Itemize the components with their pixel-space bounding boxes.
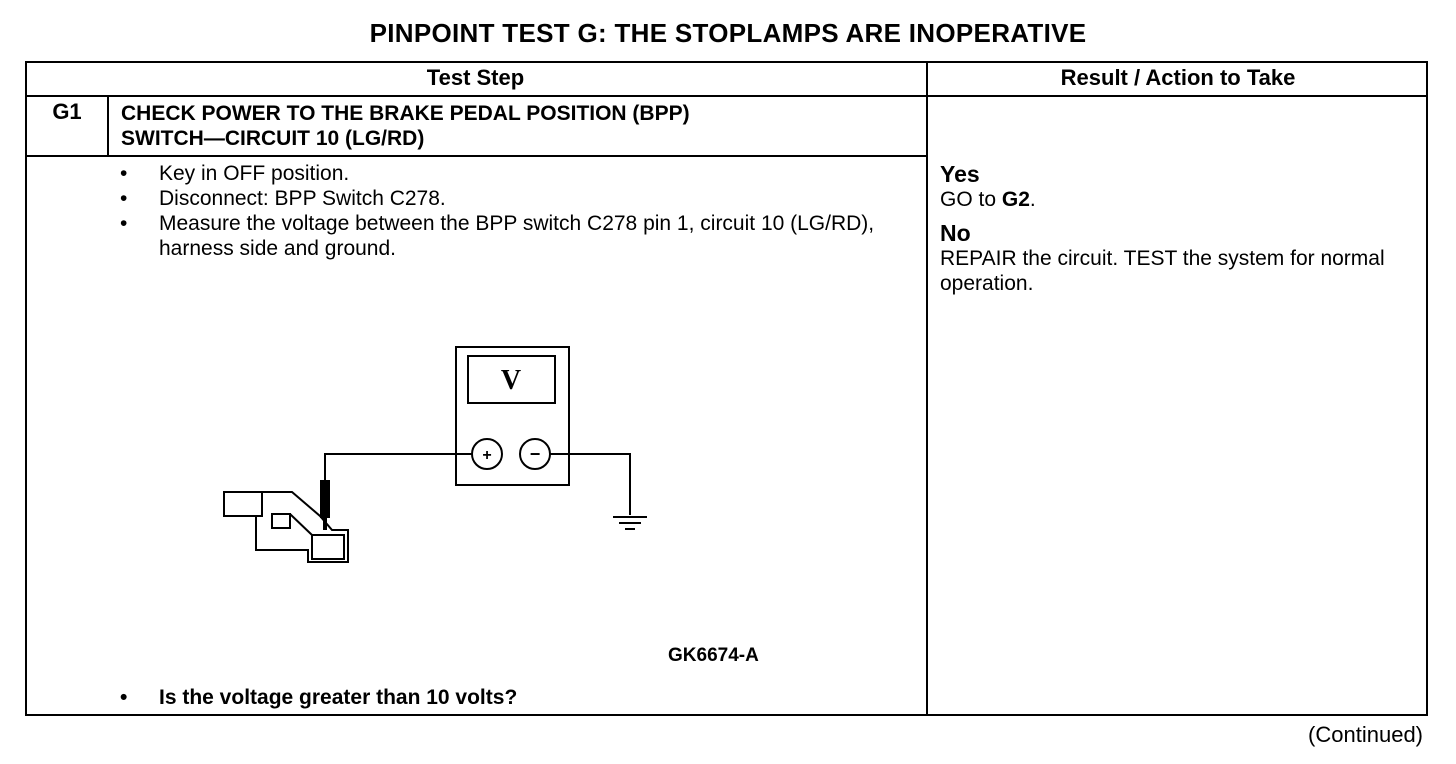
yes-action-suffix: . — [1029, 188, 1036, 211]
step-instructions: Key in OFF position. Disconnect: BPP Swi… — [118, 161, 908, 261]
step-id: G1 — [52, 99, 82, 124]
instruction-item: Disconnect: BPP Switch C278. — [118, 186, 908, 211]
step-id-divider — [107, 95, 109, 155]
test-probe — [320, 480, 330, 530]
figure-id: GK6674-A — [668, 645, 759, 666]
yes-label: Yes — [940, 161, 980, 187]
bpp-connector — [223, 491, 263, 517]
step-title-line-1: CHECK POWER TO THE BRAKE PEDAL POSITION … — [121, 102, 690, 125]
column-divider — [926, 61, 928, 716]
positive-lead — [324, 453, 472, 480]
result-column: Yes GO to G2. No REPAIR the circuit. TES… — [940, 161, 1415, 296]
step-title: CHECK POWER TO THE BRAKE PEDAL POSITION … — [121, 101, 911, 151]
yes-action-prefix: GO to — [940, 188, 1002, 211]
yes-action: GO to G2. — [940, 187, 1415, 212]
test-table — [25, 61, 1428, 716]
minus-sign: − — [530, 444, 541, 464]
step-title-line-2: SWITCH—CIRCUIT 10 (LG/RD) — [121, 127, 425, 150]
step-question: Is the voltage greater than 10 volts? — [118, 685, 517, 710]
step-title-rule — [25, 155, 928, 157]
page-title: PINPOINT TEST G: THE STOPLAMPS ARE INOPE… — [369, 18, 1087, 48]
instruction-item: Key in OFF position. — [118, 161, 908, 186]
voltmeter-diagram: V + − — [223, 346, 647, 563]
no-label: No — [940, 220, 971, 246]
header-rule — [25, 95, 1428, 97]
header-test-step: Test Step — [426, 65, 525, 90]
continued-note: (Continued) — [1308, 722, 1423, 747]
negative-lead — [550, 453, 631, 515]
voltmeter-display — [467, 355, 556, 404]
header-result-action: Result / Action to Take — [1060, 65, 1296, 90]
voltmeter-display-text: V — [501, 365, 521, 396]
no-action: REPAIR the circuit. TEST the system for … — [940, 247, 1385, 295]
yes-action-target: G2 — [1001, 188, 1030, 211]
voltmeter-body — [455, 346, 570, 486]
instruction-item: Measure the voltage between the BPP swit… — [118, 211, 894, 261]
plus-sign: + — [482, 447, 491, 464]
